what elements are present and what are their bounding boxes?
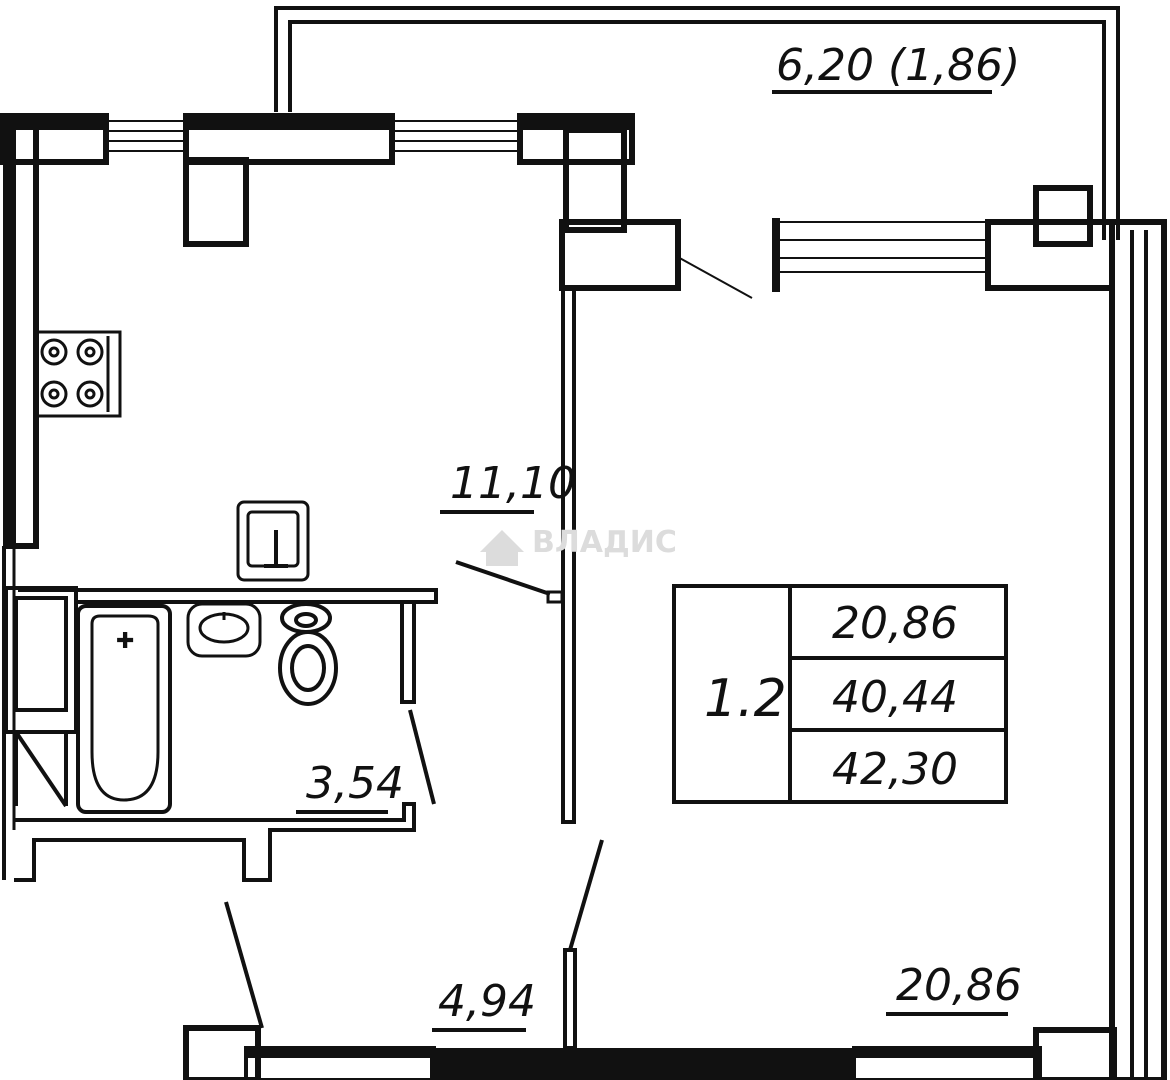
watermark-text: ВЛАДИС xyxy=(532,525,677,560)
total-area-value: 40,44 xyxy=(832,672,958,723)
apartment-number: 1.2 xyxy=(704,669,787,729)
room-label-balcony: 6,20 (1,86) xyxy=(772,40,1020,94)
svg-text:6,20 (1,86): 6,20 (1,86) xyxy=(776,40,1020,91)
total-with-balcony-value: 42,30 xyxy=(832,744,958,795)
room-label-kitchen: 11,10 xyxy=(440,458,576,514)
left-wall xyxy=(2,121,39,880)
bathroom-shaft xyxy=(4,586,78,808)
balcony-window xyxy=(675,185,1115,299)
top-wall xyxy=(0,113,681,291)
svg-text:3,54: 3,54 xyxy=(306,758,404,809)
window-kitchen-right xyxy=(392,120,520,152)
living-area-value: 20,86 xyxy=(832,598,958,649)
right-wall xyxy=(1109,219,1167,1080)
hall-door xyxy=(224,839,604,1050)
bathtub-drain-icon: ✚ xyxy=(116,629,134,654)
apartment-info-table xyxy=(672,584,1008,804)
bathroom-walls xyxy=(14,588,438,882)
svg-text:11,10: 11,10 xyxy=(450,458,576,509)
room-label-bathroom: 3,54 xyxy=(296,758,404,814)
partition-kitchen-living xyxy=(455,286,576,824)
washbasin xyxy=(186,602,262,658)
house-icon xyxy=(480,530,524,566)
kitchen-sink xyxy=(236,500,310,582)
room-label-hall: 4,94 xyxy=(432,976,536,1032)
stove xyxy=(34,330,122,418)
bathtub xyxy=(76,604,172,814)
svg-text:20,86: 20,86 xyxy=(896,960,1022,1011)
balcony-outline xyxy=(274,6,1120,240)
svg-text:4,94: 4,94 xyxy=(438,976,536,1027)
watermark-logo: ВЛАДИС xyxy=(480,525,677,566)
toilet xyxy=(278,602,338,706)
window-kitchen-left xyxy=(106,120,186,152)
bottom-wall xyxy=(183,1025,1117,1080)
room-label-living: 20,86 xyxy=(886,960,1022,1016)
